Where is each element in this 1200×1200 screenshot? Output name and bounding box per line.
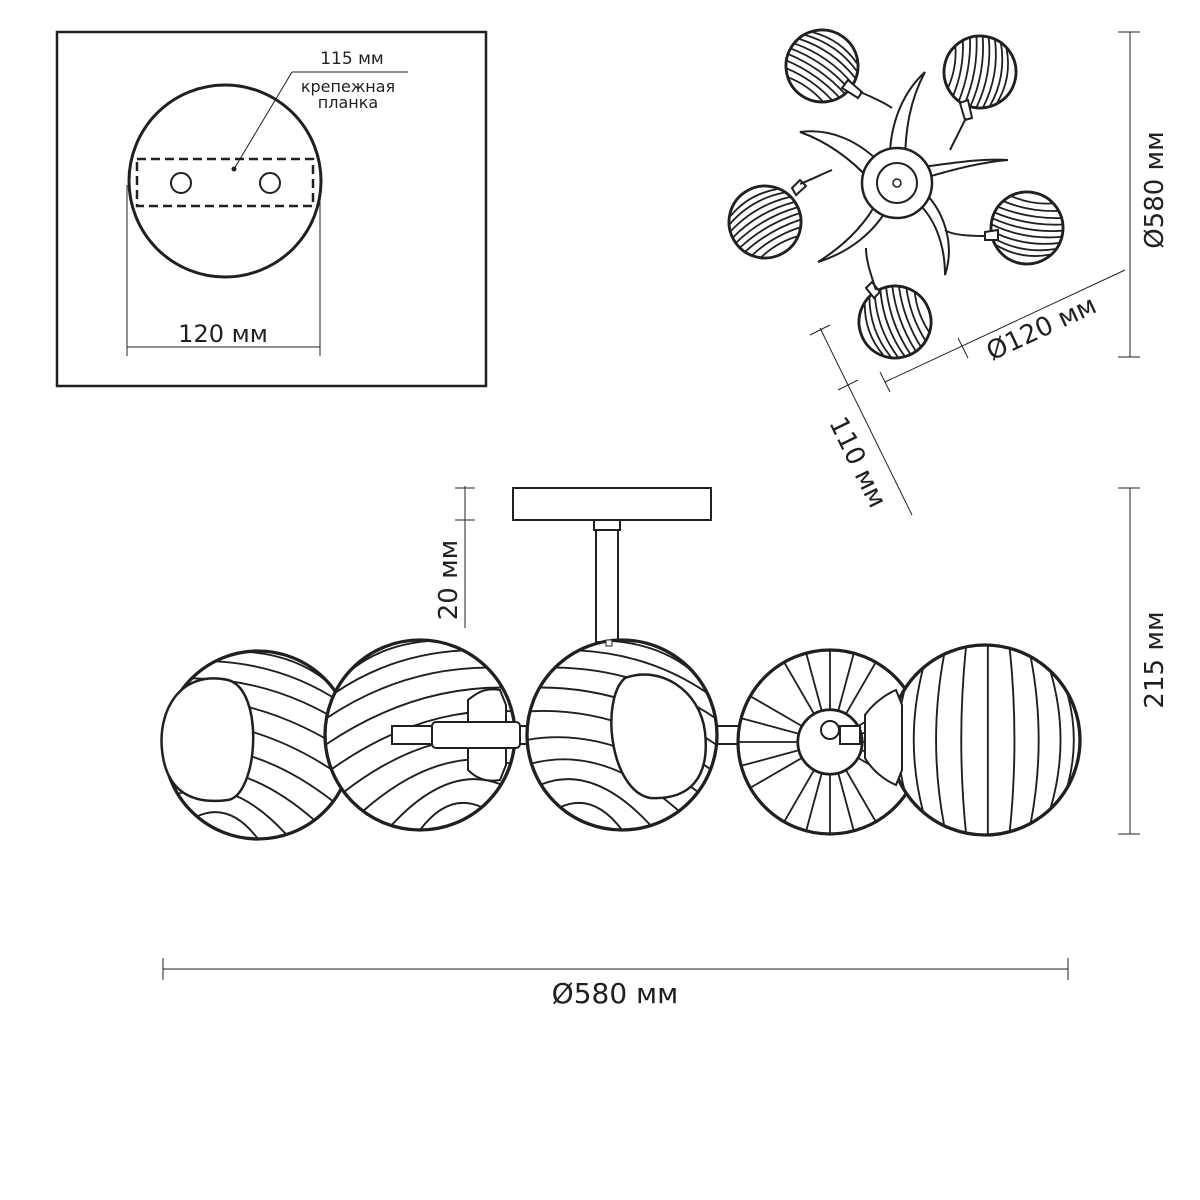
- mounting-inset: 115 мм крепежная планка 120 мм: [55, 30, 488, 388]
- mounting-hole-right: [259, 172, 281, 194]
- top-diameter-label: Ø580 мм: [1140, 131, 1170, 249]
- height-label: 215 мм: [1140, 611, 1170, 708]
- depth-tick-a: [809, 324, 831, 336]
- side-globe-2-holder: [391, 688, 521, 782]
- plate-name-line1: крепежная: [301, 77, 395, 96]
- top-view-rods: [799, 91, 986, 291]
- side-rod: [595, 529, 619, 643]
- side-globe-4-holder: [820, 720, 861, 745]
- canopy-circle: [127, 83, 323, 279]
- depth-tick-b: [837, 379, 859, 391]
- side-globe-3-opening: [610, 673, 707, 800]
- side-rod-collar: [593, 519, 621, 531]
- side-globe-5: [888, 643, 1082, 837]
- inset-frame: [55, 30, 488, 388]
- top-view-center-screw: [892, 178, 902, 188]
- side-globe-5-holder: [864, 688, 903, 787]
- side-globe-1-opening: [160, 677, 255, 803]
- top-view: Ø580 мм Ø120 мм 110 мм: [714, 14, 1170, 516]
- mounting-hole-left: [170, 172, 192, 194]
- side-globe-3-neck: [605, 639, 613, 647]
- rod-offset-label: 20 мм: [434, 540, 464, 621]
- depth-label: 110 мм: [822, 412, 892, 512]
- side-view: 20 мм 215 мм Ø580 мм: [160, 486, 1170, 1010]
- plate-size-label: 115 мм: [320, 49, 384, 69]
- canopy-diameter-dim-line: [884, 269, 1126, 383]
- plate-leader-line: [233, 71, 293, 170]
- plate-name-line2: планка: [318, 93, 378, 112]
- canopy-width-label: 120 мм: [178, 320, 268, 348]
- canopy-diameter-tick-b: [957, 337, 969, 359]
- depth-dim-line: [819, 327, 913, 516]
- side-canopy-plate: [512, 487, 712, 521]
- canopy-diameter-tick-a: [879, 371, 891, 393]
- width-label: Ø580 мм: [552, 977, 679, 1010]
- mounting-plate: [135, 157, 315, 208]
